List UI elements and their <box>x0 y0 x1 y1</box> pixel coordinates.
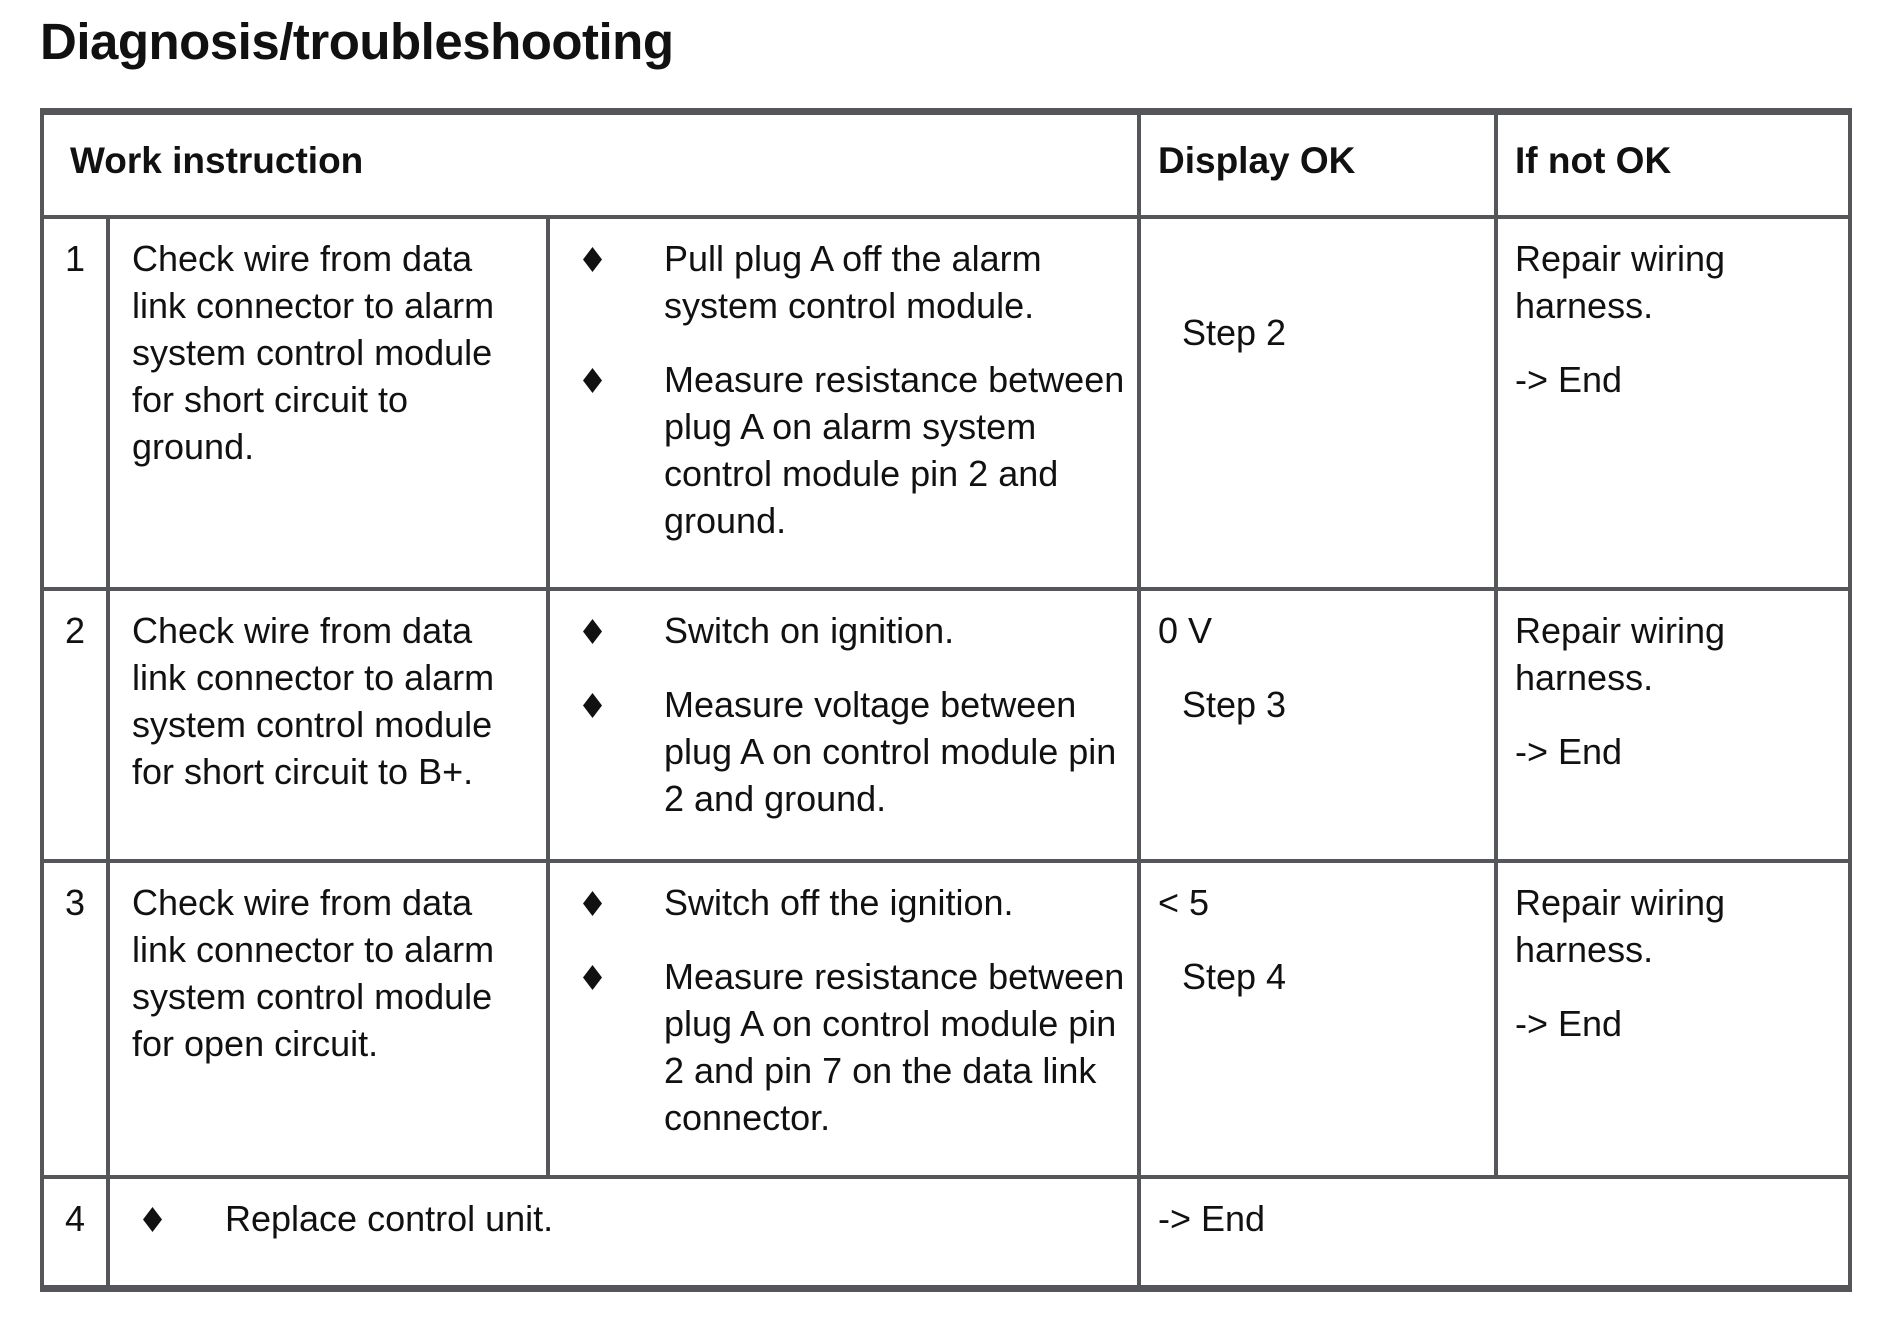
end-marker: -> End <box>1515 1003 1623 1044</box>
header-work-instruction: Work instruction <box>44 115 1141 219</box>
step-text: Switch off the ignition. <box>664 882 1014 923</box>
final-action-cell: Replace control unit. <box>110 1179 1141 1285</box>
step-text: Replace control unit. <box>225 1198 554 1239</box>
diamond-bullet-icon <box>583 891 602 916</box>
if-not-ok-cell: Repair wiring harness. -> End <box>1498 219 1848 591</box>
step-text: Switch on ignition. <box>664 610 955 651</box>
check-description: Check wire from data link connector to a… <box>110 591 550 863</box>
if-not-ok-cell: Repair wiring harness. -> End <box>1498 863 1848 1179</box>
check-description: Check wire from data link connector to a… <box>110 863 550 1179</box>
work-steps: Switch off the ignition. Measure resista… <box>550 863 1141 1179</box>
step-text: Measure resistance between plug A on con… <box>664 956 1125 1138</box>
step-item: Measure voltage between plug A on contro… <box>550 681 1127 822</box>
display-value: < 5 <box>1158 882 1210 923</box>
step-item: Switch on ignition. <box>550 607 1127 654</box>
diamond-bullet-icon <box>583 619 602 644</box>
next-step: Step 4 <box>1182 956 1287 997</box>
check-description: Check wire from data link connector to a… <box>110 219 550 591</box>
row-number: 2 <box>44 591 110 863</box>
diamond-bullet-icon <box>583 693 602 718</box>
next-step: Step 3 <box>1182 684 1287 725</box>
display-value <box>1141 235 1484 282</box>
final-result-cell: -> End <box>1141 1179 1848 1285</box>
work-steps: Switch on ignition. Measure voltage betw… <box>550 591 1141 863</box>
repair-action: Repair wiring harness. <box>1515 610 1726 698</box>
display-ok-cell: Step 2 <box>1141 219 1498 591</box>
page-title: Diagnosis/troubleshooting <box>40 13 674 70</box>
header-if-not-ok: If not OK <box>1498 115 1848 219</box>
step-item: Measure resistance between plug A on ala… <box>550 356 1127 544</box>
header-display-ok: Display OK <box>1141 115 1498 219</box>
step-text: Pull plug A off the alarm system control… <box>664 238 1042 326</box>
row-number: 1 <box>44 219 110 591</box>
troubleshooting-table: Work instruction Display OK If not OK 1 … <box>40 108 1852 1292</box>
step-text: Measure voltage between plug A on contro… <box>664 684 1117 819</box>
display-value: 0 V <box>1158 610 1213 651</box>
diamond-bullet-icon <box>583 965 602 990</box>
diamond-bullet-icon <box>143 1207 162 1232</box>
if-not-ok-cell: Repair wiring harness. -> End <box>1498 591 1848 863</box>
diamond-bullet-icon <box>583 368 602 393</box>
end-marker: -> End <box>1515 359 1623 400</box>
repair-action: Repair wiring harness. <box>1515 882 1726 970</box>
step-item: Replace control unit. <box>110 1195 1117 1242</box>
end-marker: -> End <box>1158 1198 1266 1239</box>
step-item: Switch off the ignition. <box>550 879 1127 926</box>
step-item: Measure resistance between plug A on con… <box>550 953 1127 1141</box>
diamond-bullet-icon <box>583 247 602 272</box>
step-text: Measure resistance between plug A on ala… <box>664 359 1125 541</box>
display-ok-cell: 0 V Step 3 <box>1141 591 1498 863</box>
display-ok-cell: < 5 Step 4 <box>1141 863 1498 1179</box>
step-item: Pull plug A off the alarm system control… <box>550 235 1127 329</box>
row-number: 3 <box>44 863 110 1179</box>
row-number: 4 <box>44 1179 110 1285</box>
end-marker: -> End <box>1515 731 1623 772</box>
next-step: Step 2 <box>1182 312 1287 353</box>
work-steps: Pull plug A off the alarm system control… <box>550 219 1141 591</box>
repair-action: Repair wiring harness. <box>1515 238 1726 326</box>
